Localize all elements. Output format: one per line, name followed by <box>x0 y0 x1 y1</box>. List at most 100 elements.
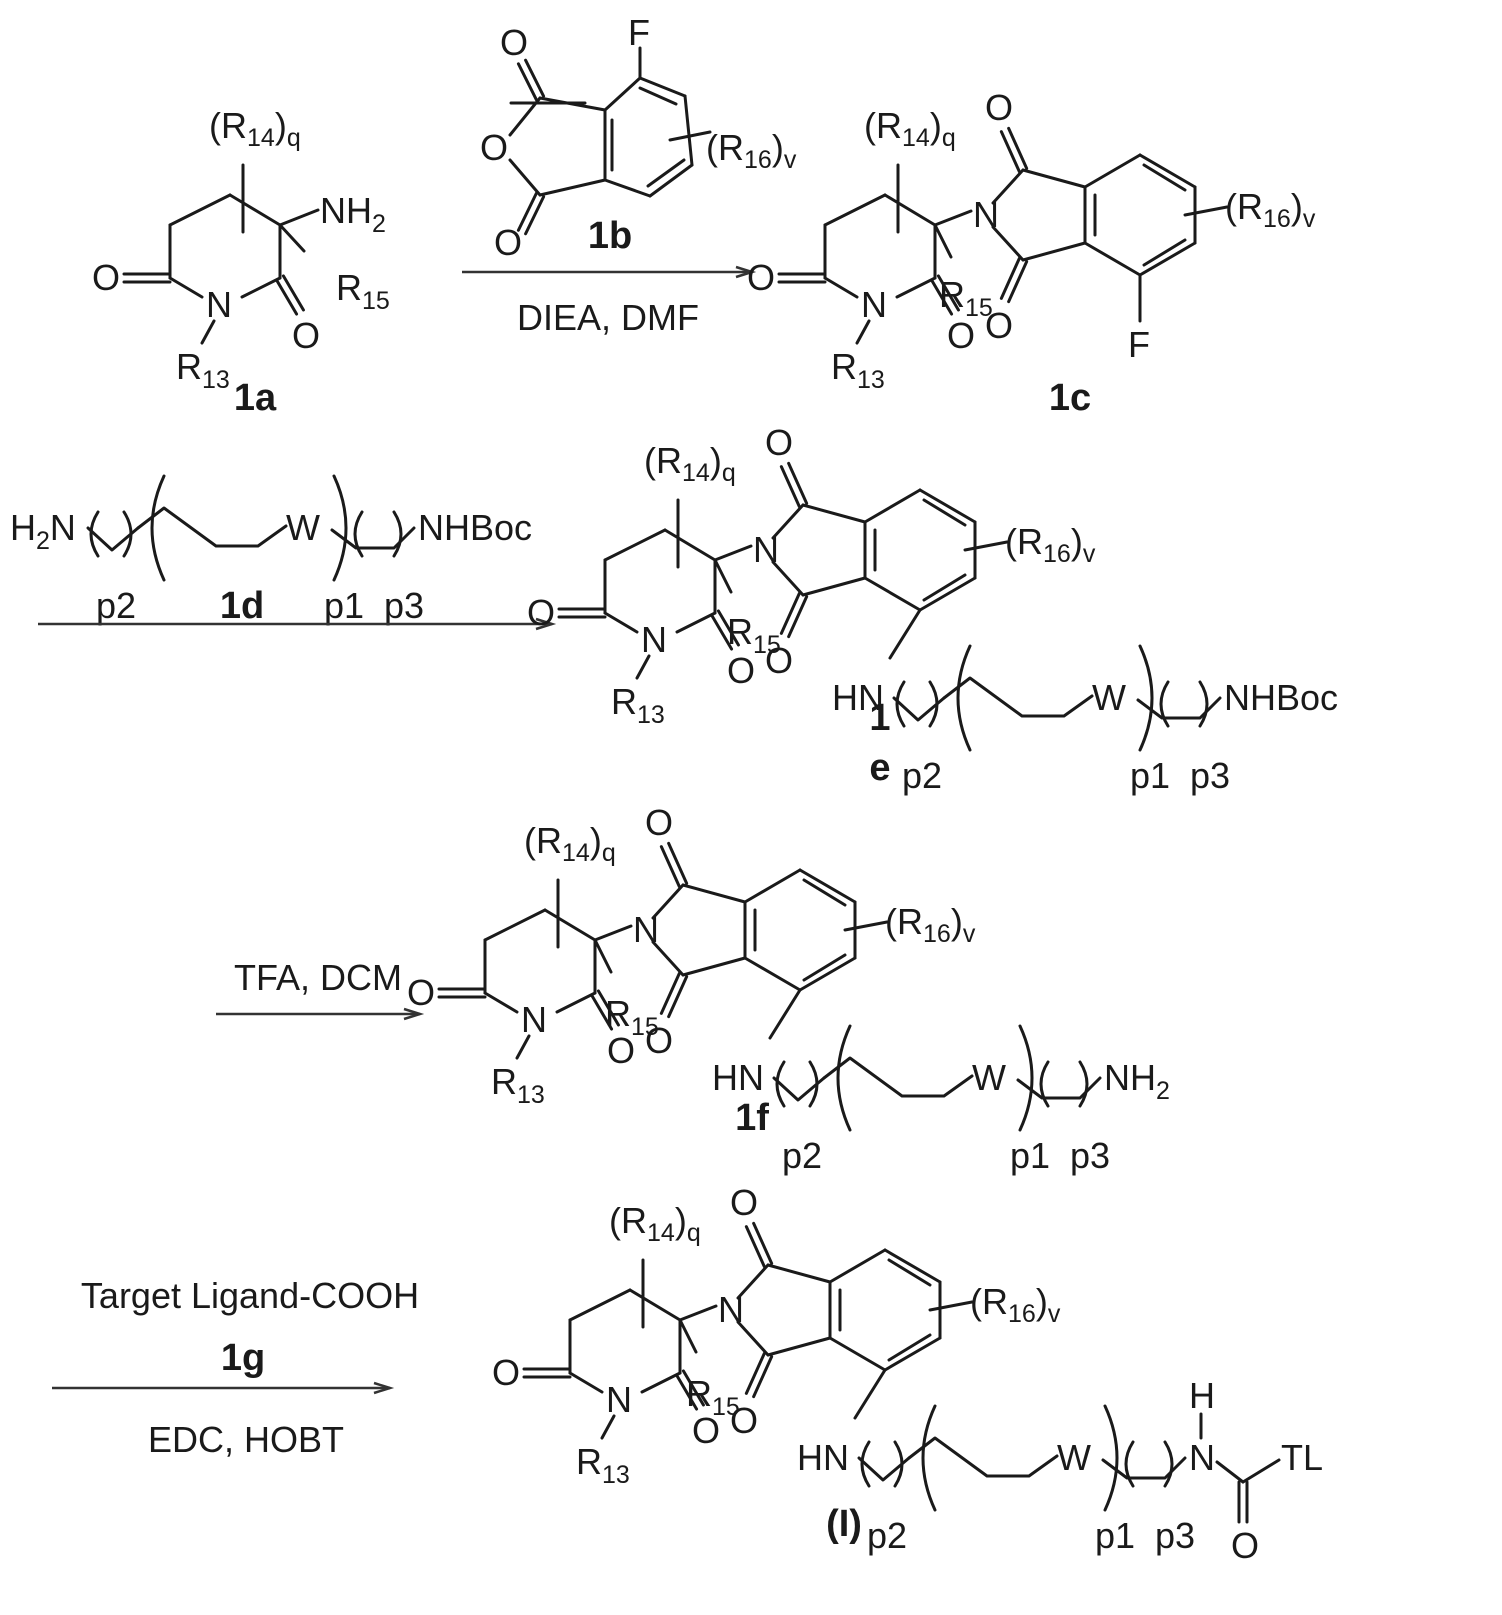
p1-index: p1 <box>1095 1515 1135 1556</box>
bond <box>1140 243 1195 275</box>
label-1c: 1c <box>1049 377 1091 419</box>
phth-oxygen-bottom: O <box>985 305 1013 346</box>
bond <box>1023 170 1085 187</box>
bracket-right <box>1140 646 1152 750</box>
r14-subscript: 14 <box>902 124 930 152</box>
bond <box>665 530 715 560</box>
bond <box>683 958 745 975</box>
bond <box>1140 155 1195 187</box>
r-letter: R <box>336 267 362 308</box>
bond <box>738 1265 768 1298</box>
hn-group: HN <box>712 1057 764 1098</box>
bracket-right <box>895 1442 902 1486</box>
bracket-right <box>394 512 401 556</box>
p1-text: p1 <box>324 585 364 626</box>
v-subscript: v <box>963 920 976 948</box>
phth-oxygen-bottom: O <box>730 1400 758 1441</box>
bond <box>781 467 799 507</box>
bond <box>773 562 803 595</box>
bond <box>825 195 885 225</box>
bond <box>595 926 631 940</box>
two-subscript: 2 <box>1156 1077 1170 1105</box>
q-subscript: q <box>602 839 616 867</box>
r13-substituent-subscript: 13 <box>202 366 230 394</box>
r-letter: R <box>982 1281 1008 1322</box>
bond <box>993 227 1023 260</box>
anhydride-oxygen-bottom: O <box>494 222 522 263</box>
bond <box>640 78 685 96</box>
r13-substituent: R13 <box>576 1441 630 1489</box>
p2-text: p2 <box>867 1515 907 1556</box>
bond <box>768 1265 830 1282</box>
p3-index: p3 <box>1155 1515 1195 1556</box>
label-1a: 1a <box>234 377 277 419</box>
r13-substituent: R13 <box>176 346 230 394</box>
r13-substituent-subscript: 13 <box>517 1081 545 1109</box>
step3-conditions: TFA, DCM <box>234 957 402 998</box>
bond <box>630 1290 680 1320</box>
bond <box>746 1353 764 1393</box>
reaction-step-4: Target Ligand-COOH1gEDC, HOBT <box>52 1275 419 1460</box>
r13-substituent-subscript: 13 <box>637 701 665 729</box>
w-atom: W <box>972 1057 1006 1098</box>
compound-1c: NOOR13(R14)qNR15OO(R16)vF1c <box>747 87 1316 419</box>
bond <box>485 993 517 1012</box>
label-1b: 1b <box>588 215 632 257</box>
step4-coupling: EDC, HOBT <box>148 1419 344 1460</box>
bond <box>648 160 684 186</box>
r-letter: R <box>1017 521 1043 562</box>
bond <box>768 1338 830 1355</box>
p3-text: p3 <box>1070 1135 1110 1176</box>
c1d-text: 1d <box>220 585 264 627</box>
p2-text: p2 <box>782 1135 822 1176</box>
v-subscript: v <box>784 146 797 174</box>
p2-index: p2 <box>902 755 942 796</box>
nhboc-group: NHBoc <box>1224 677 1338 718</box>
r16-subscript: 16 <box>1043 540 1071 568</box>
r-letter: R <box>727 611 753 652</box>
bond <box>661 847 679 887</box>
c1b-text: 1b <box>588 215 632 257</box>
bond <box>1085 243 1140 275</box>
r14-subscript: 14 <box>247 124 275 152</box>
bracket-right <box>1080 1062 1087 1106</box>
w-atom: W <box>1057 1437 1091 1478</box>
r16-substituent: (R16)v <box>885 901 976 948</box>
r14-substituent: (R14)q <box>209 105 301 152</box>
r13-substituent: R13 <box>611 681 665 729</box>
bond <box>1009 262 1027 302</box>
r-letter: R <box>831 346 857 387</box>
bond <box>510 160 540 195</box>
imide-oxygen-left: O <box>92 257 120 298</box>
bond <box>1243 1460 1279 1482</box>
TL-text: TL <box>1281 1437 1323 1478</box>
bond <box>526 197 544 234</box>
r-letter: R <box>611 681 637 722</box>
p1-text: p1 <box>1010 1135 1050 1176</box>
p2-index: p2 <box>867 1515 907 1556</box>
bond <box>570 1290 630 1320</box>
p2-text: p2 <box>902 755 942 796</box>
nh-text: NH <box>1104 1057 1156 1098</box>
bracket-right <box>124 512 131 556</box>
bond <box>685 96 692 165</box>
bond <box>277 280 297 314</box>
compound-1d: H2Np2Wp1p3NHBoc1d <box>10 476 532 627</box>
bond <box>605 530 665 560</box>
bond <box>680 1306 716 1320</box>
bond <box>770 990 800 1038</box>
label-1g: 1g <box>221 1337 265 1379</box>
phth-oxygen-bottom: O <box>645 1020 673 1061</box>
w-atom: W <box>1092 677 1126 718</box>
bond <box>669 977 687 1017</box>
bond <box>605 180 650 196</box>
c1c-text: 1c <box>1049 377 1091 419</box>
bond <box>170 195 230 225</box>
bond <box>653 942 683 975</box>
bond <box>909 1438 1057 1476</box>
bond <box>242 278 280 297</box>
step1-conditions: DIEA, DMF <box>517 297 699 338</box>
0-text: 1 <box>869 697 890 739</box>
phth-oxygen-top: O <box>645 802 673 843</box>
r14-substituent: (R14)q <box>609 1200 701 1247</box>
